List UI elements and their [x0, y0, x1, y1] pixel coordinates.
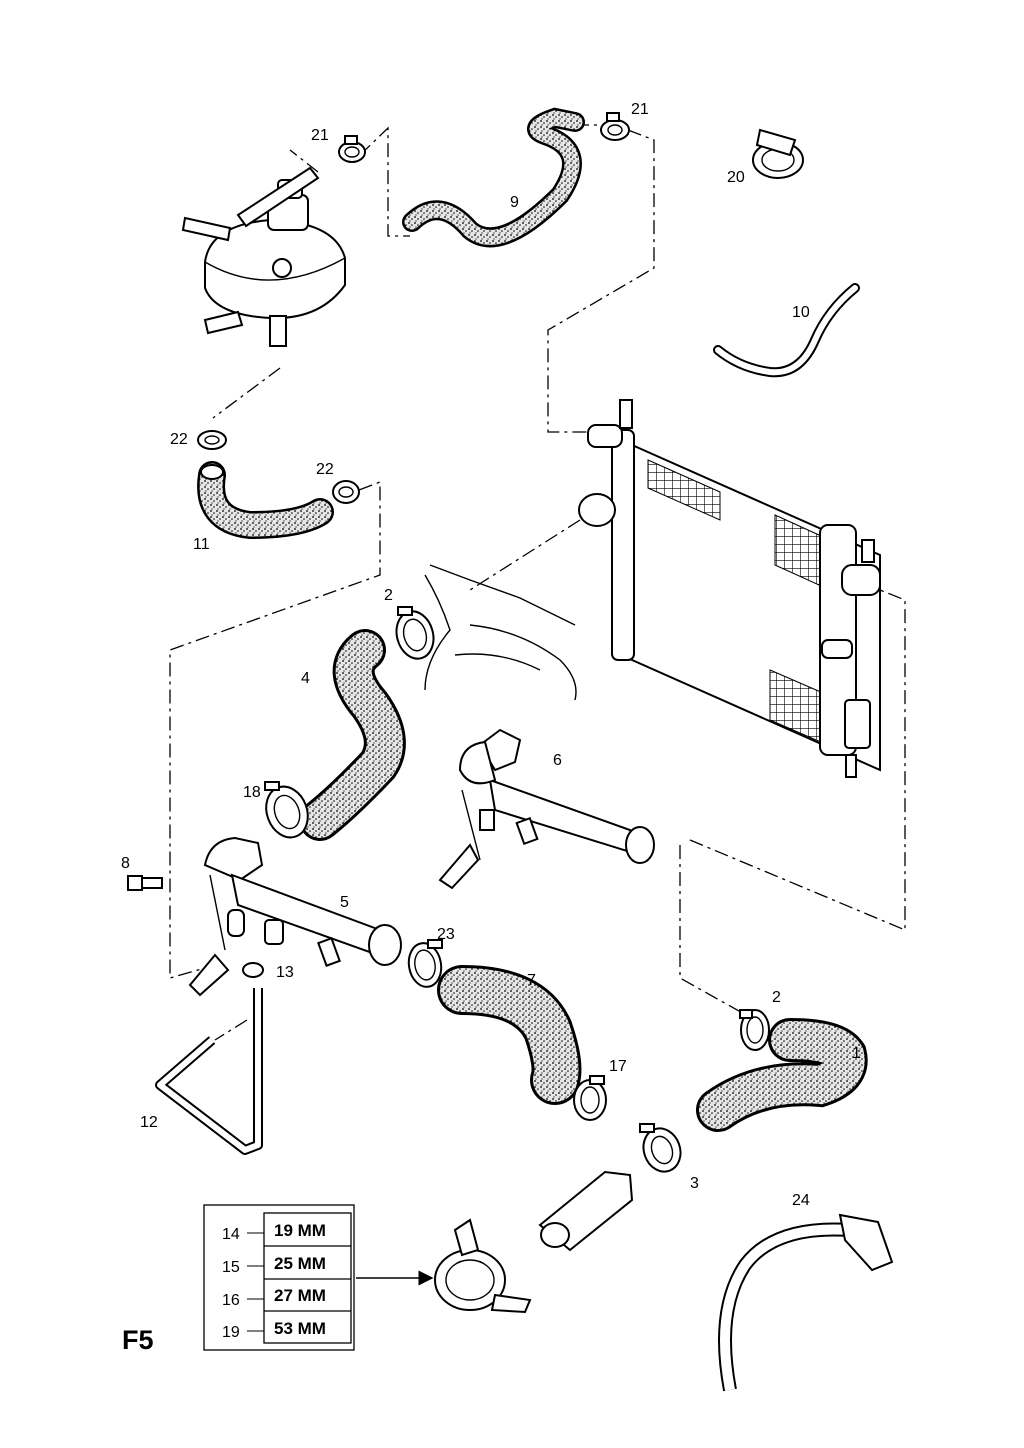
callout-6: 6 [553, 752, 562, 769]
size-row-3-size: 27 MM [274, 1286, 326, 1305]
callout-8: 8 [121, 855, 130, 872]
expansion-tank [181, 166, 346, 347]
leader-lines [169, 124, 906, 1041]
hose-9 [402, 107, 585, 248]
pipe-connector [538, 1170, 634, 1252]
clamp-13 [242, 962, 264, 978]
callout-2-upper: 2 [384, 587, 393, 604]
clamp-size-table: 14 19 MM 15 25 MM 16 27 MM 19 53 MM [203, 1204, 355, 1351]
clamp-22-right [332, 480, 360, 504]
callout-5: 5 [340, 894, 349, 911]
clamp-3 [639, 1123, 682, 1173]
callout-9: 9 [510, 194, 519, 211]
size-row-3-number: 16 [222, 1292, 240, 1309]
size-row-1-size: 19 MM [274, 1221, 326, 1240]
size-row-4-size: 53 MM [274, 1319, 326, 1338]
hose-11 [197, 461, 334, 540]
size-row-2-size: 25 MM [274, 1254, 326, 1273]
clamp-18 [264, 781, 309, 839]
pipe-6 [438, 728, 655, 890]
callout-20: 20 [727, 169, 745, 186]
callout-10: 10 [792, 304, 810, 321]
callout-22-right: 22 [316, 461, 334, 478]
callout-21-right: 21 [631, 101, 649, 118]
callout-17: 17 [609, 1058, 627, 1075]
engine-sketch [424, 564, 577, 701]
hose-24 [718, 1213, 894, 1392]
callout-23: 23 [437, 926, 455, 943]
callout-7: 7 [527, 972, 536, 989]
callouts: 1 2 2 3 4 5 6 7 8 9 10 11 12 13 17 18 20… [121, 101, 861, 1209]
radiator [578, 399, 881, 778]
hose-4 [299, 629, 406, 841]
clamp-assembly [434, 1218, 532, 1314]
clamp-17 [573, 1075, 607, 1121]
figure-label: F5 [122, 1325, 154, 1355]
clamp-23 [407, 939, 443, 988]
clamp-21-right [600, 112, 630, 141]
callout-11: 11 [193, 536, 210, 553]
callout-18: 18 [243, 784, 261, 801]
hose-10 [713, 283, 860, 378]
callout-21-left: 21 [311, 127, 329, 144]
hose-1 [696, 1018, 868, 1132]
callout-12: 12 [140, 1114, 158, 1131]
pipe-5 [188, 836, 402, 997]
callout-1: 1 [852, 1045, 861, 1062]
clamp-21-left [338, 135, 366, 163]
callout-13: 13 [276, 964, 294, 981]
size-row-2-number: 15 [222, 1259, 240, 1276]
size-row-4-number: 19 [222, 1324, 240, 1341]
size-row-1-number: 14 [222, 1226, 240, 1243]
callout-24: 24 [792, 1192, 810, 1209]
callout-2-lower: 2 [772, 989, 781, 1006]
hose-12 [155, 988, 263, 1155]
clamp-2-lower [739, 1009, 770, 1051]
clamp-2-upper [395, 606, 435, 660]
callout-4: 4 [301, 670, 310, 687]
bolt-8 [127, 875, 163, 891]
callout-3: 3 [690, 1175, 699, 1192]
clamp-20 [752, 128, 804, 179]
hose-7 [437, 965, 582, 1105]
callout-22-top: 22 [170, 431, 188, 448]
clamp-22-top [197, 430, 227, 450]
